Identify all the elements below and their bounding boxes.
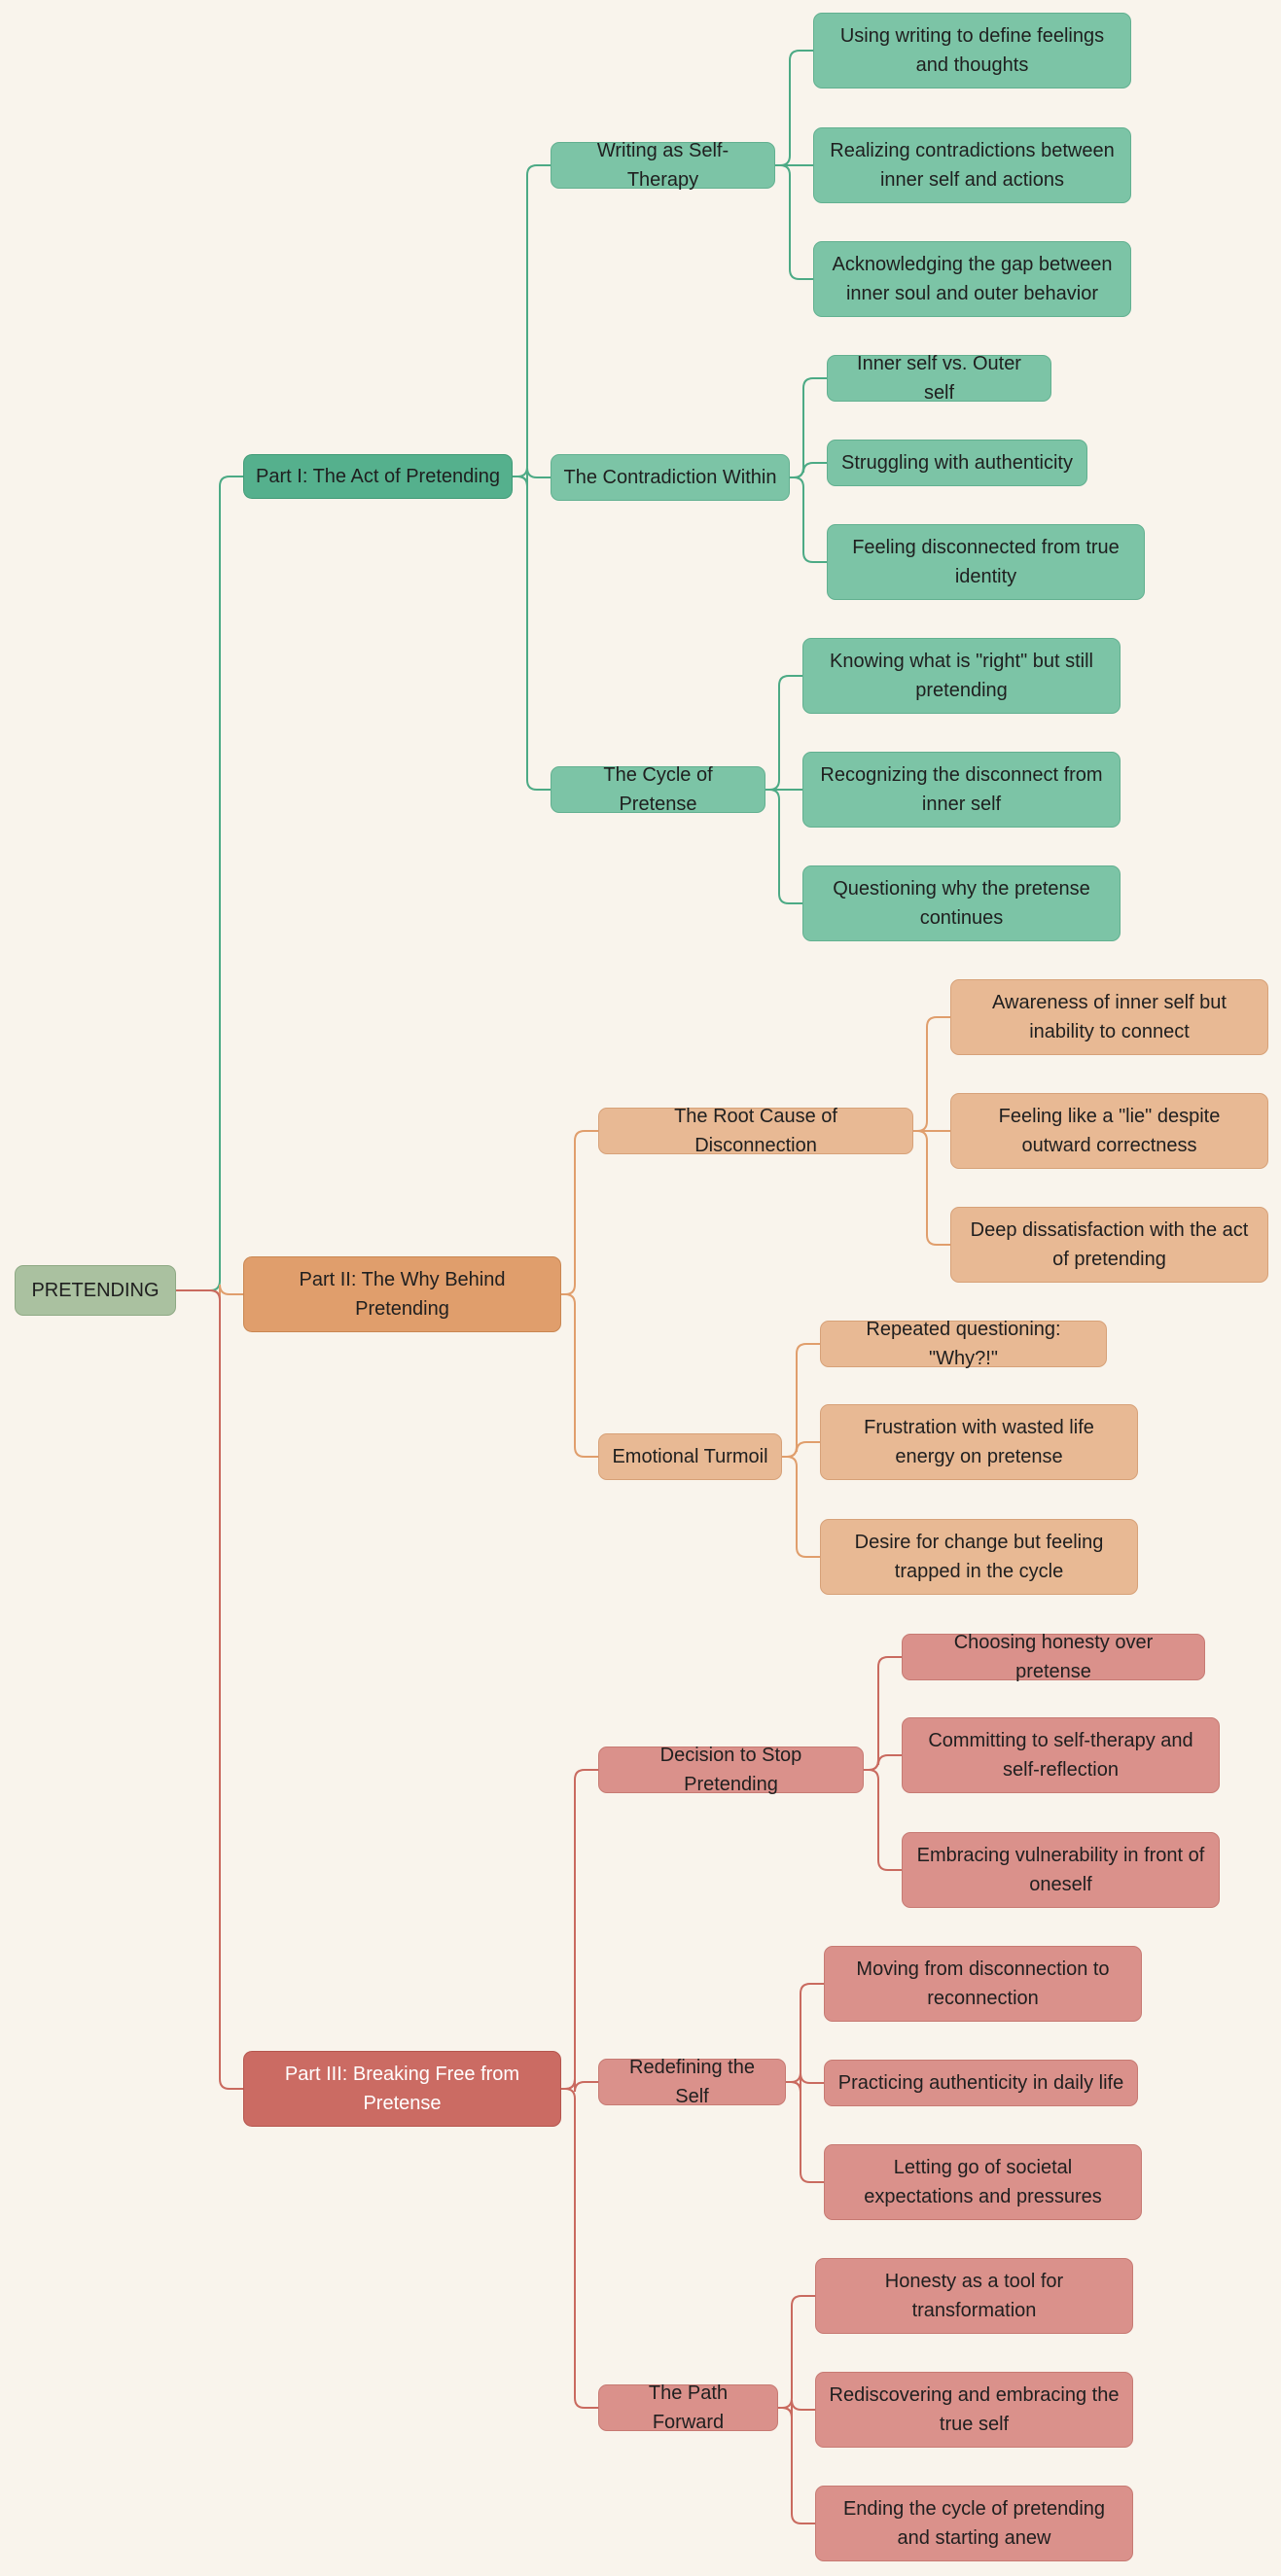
part-3-topic-3-leaf-3: Ending the cycle of pretending and start… <box>815 2486 1133 2561</box>
part-2-topic-1-node: The Root Cause of Disconnection <box>598 1106 913 1156</box>
part-2-topic-2-leaf-1: Repeated questioning: "Why?!" <box>820 1319 1107 1369</box>
part-1-topic-2-leaf-2: Struggling with authenticity <box>827 440 1087 486</box>
part-3-topic-1-leaf-1: Choosing honesty over pretense <box>902 1632 1205 1682</box>
part-2-topic-2-leaf-2: Frustration with wasted life energy on p… <box>820 1404 1138 1480</box>
part-1-topic-3-leaf-3: Questioning why the pretense continues <box>802 865 1121 941</box>
link-part-3-topic-2-leaf-1 <box>786 1983 824 2083</box>
part-2-topic-2-node: Emotional Turmoil <box>598 1433 782 1480</box>
part-2-topic-2-leaf-3: Desire for change but feeling trapped in… <box>820 1519 1138 1595</box>
link-part-3-topic-3-leaf-3 <box>778 2407 815 2524</box>
part-2-node: Part II: The Why Behind Pretending <box>243 1256 561 1332</box>
part-2-topic-1-leaf-1: Awareness of inner self but inability to… <box>950 979 1268 1055</box>
part-3-topic-2-node: Redefining the Self <box>598 2057 786 2107</box>
root-node: PRETENDING <box>15 1265 176 1316</box>
link-part-1-topic-3-leaf-1 <box>765 675 802 791</box>
link-part-1-topic-1-leaf-3 <box>775 164 813 280</box>
part-2-topic-1-leaf-2: Feeling like a "lie" despite outward cor… <box>950 1093 1268 1169</box>
link-part-3-topic-1 <box>561 1769 598 2090</box>
part-3-topic-3-node: The Path Forward <box>598 2382 778 2433</box>
part-1-topic-2-node: The Contradiction Within <box>551 454 790 501</box>
link-root-part-3 <box>176 1289 243 2090</box>
link-part-1-topic-2-leaf-2 <box>790 462 827 478</box>
link-part-2-topic-2 <box>561 1293 598 1458</box>
part-1-topic-3-leaf-1: Knowing what is "right" but still preten… <box>802 638 1121 714</box>
part-3-topic-2-leaf-3: Letting go of societal expectations and … <box>824 2144 1142 2220</box>
part-3-topic-1-leaf-2: Committing to self-therapy and self-refl… <box>902 1717 1220 1793</box>
link-part-1-topic-1 <box>513 164 551 477</box>
part-2-topic-1-leaf-3: Deep dissatisfaction with the act of pre… <box>950 1207 1268 1283</box>
link-part-2-topic-2-leaf-1 <box>782 1343 820 1458</box>
link-root-part-2 <box>176 1284 243 1301</box>
part-1-topic-2-leaf-1: Inner self vs. Outer self <box>827 353 1051 404</box>
link-part-2-topic-2-leaf-2 <box>782 1441 820 1458</box>
part-1-node: Part I: The Act of Pretending <box>243 454 513 499</box>
link-part-2-topic-1 <box>561 1130 598 1295</box>
link-part-2-topic-1-leaf-3 <box>913 1130 950 1246</box>
part-3-topic-1-node: Decision to Stop Pretending <box>598 1745 864 1795</box>
part-1-topic-1-node: Writing as Self-Therapy <box>551 140 775 191</box>
part-3-topic-2-leaf-1: Moving from disconnection to reconnectio… <box>824 1946 1142 2022</box>
link-part-3-topic-1-leaf-3 <box>864 1769 902 1871</box>
link-part-1-topic-3 <box>513 476 551 791</box>
part-3-topic-2-leaf-2: Practicing authenticity in daily life <box>824 2060 1138 2106</box>
part-1-topic-1-leaf-2: Realizing contradictions between inner s… <box>813 127 1131 203</box>
link-part-3-topic-2 <box>561 2078 598 2093</box>
link-root-part-1 <box>176 476 243 1291</box>
link-part-2-topic-1-leaf-1 <box>913 1016 950 1132</box>
part-3-topic-3-leaf-1: Honesty as a tool for transformation <box>815 2258 1133 2334</box>
part-3-node: Part III: Breaking Free from Pretense <box>243 2051 561 2127</box>
part-1-topic-1-leaf-1: Using writing to define feelings and tho… <box>813 13 1131 88</box>
part-1-topic-2-leaf-3: Feeling disconnected from true identity <box>827 524 1145 600</box>
link-part-3-topic-1-leaf-1 <box>864 1656 902 1771</box>
link-part-3-topic-1-leaf-2 <box>864 1754 902 1771</box>
link-part-3-topic-2-leaf-3 <box>786 2081 824 2183</box>
part-3-topic-3-leaf-2: Rediscovering and embracing the true sel… <box>815 2372 1133 2448</box>
part-1-topic-1-leaf-3: Acknowledging the gap between inner soul… <box>813 241 1131 317</box>
part-1-topic-3-leaf-2: Recognizing the disconnect from inner se… <box>802 752 1121 828</box>
link-part-3-topic-3-leaf-1 <box>778 2295 815 2409</box>
link-part-2-topic-2-leaf-3 <box>782 1456 820 1558</box>
part-3-topic-1-leaf-3: Embracing vulnerability in front of ones… <box>902 1832 1220 1908</box>
part-1-topic-3-node: The Cycle of Pretense <box>551 764 765 815</box>
link-part-3-topic-3 <box>561 2088 598 2409</box>
link-part-1-topic-2-leaf-3 <box>790 476 827 563</box>
link-part-1-topic-3-leaf-3 <box>765 789 802 904</box>
link-part-1-topic-1-leaf-1 <box>775 50 813 166</box>
